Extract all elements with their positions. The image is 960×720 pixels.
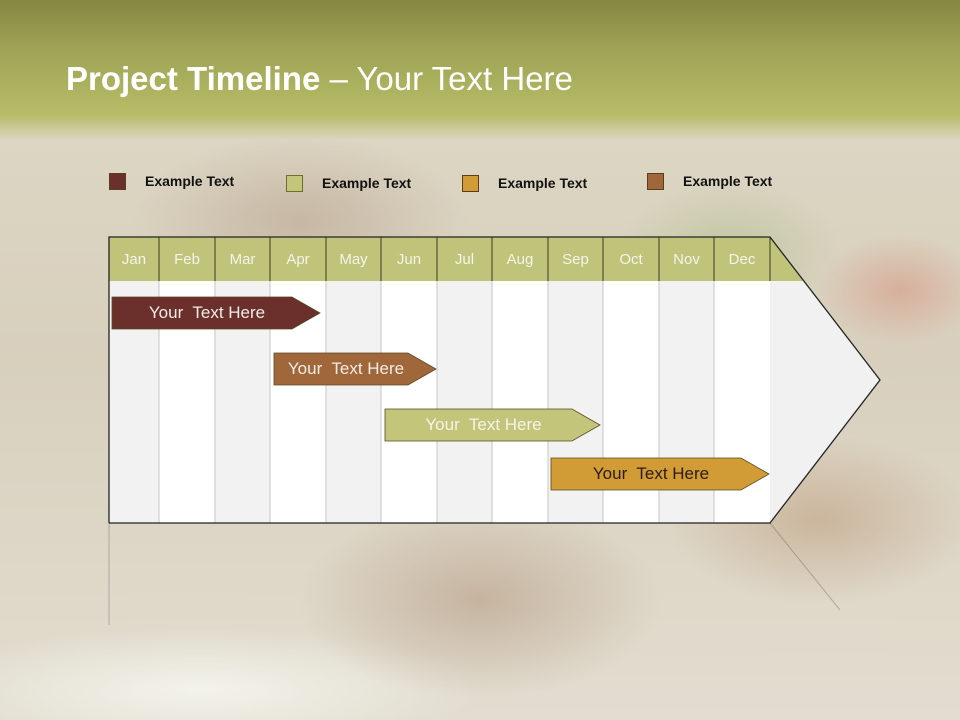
month-label-jul: Jul [454, 250, 475, 268]
month-column [381, 281, 437, 523]
task-bar [111, 296, 321, 330]
legend-label: Example Text [322, 175, 412, 191]
month-label-jan: Jan [121, 250, 147, 268]
legend-item-3: Example Text [462, 173, 587, 193]
month-label-aug: Aug [506, 250, 534, 268]
task-bar-label: Your Text Here [592, 464, 710, 483]
title-band [0, 0, 960, 140]
task-bar-label: Your Text Here [287, 359, 405, 378]
legend-label: Example Text [498, 175, 588, 191]
task-bar [384, 408, 601, 442]
month-column [326, 281, 381, 523]
month-label-oct: Oct [619, 250, 643, 268]
legend-swatch [647, 172, 664, 190]
title-bold: Project Timeline [66, 60, 321, 97]
legend-label: Example Text [145, 173, 235, 189]
task-bar [273, 352, 437, 386]
legend-swatch [109, 172, 126, 190]
month-label-nov: Nov [673, 250, 700, 268]
month-column [492, 281, 548, 523]
month-label-mar: Mar [229, 250, 256, 268]
legend-label: Example Text [683, 173, 773, 189]
task-bar [550, 457, 770, 491]
legend-item-4: Example Text [647, 171, 772, 191]
month-label-may: May [339, 250, 368, 268]
month-label-jun: Jun [396, 250, 422, 268]
page-title: Project Timeline – Your Text Here [66, 60, 573, 98]
month-label-apr: Apr [286, 250, 310, 268]
chart-reflection [108, 522, 841, 625]
title-subtitle: – Your Text Here [320, 60, 573, 97]
month-label-feb: Feb [174, 250, 200, 268]
month-label-sep: Sep [562, 250, 589, 268]
legend-swatch [286, 174, 303, 192]
month-label-dec: Dec [728, 250, 756, 268]
task-bar-label: Your Text Here [148, 303, 266, 322]
legend-item-2: Example Text [286, 173, 411, 193]
task-bar-label: Your Text Here [425, 415, 542, 434]
month-header-band [109, 237, 803, 281]
legend-item-1: Example Text [109, 171, 234, 191]
month-column [437, 281, 492, 523]
legend-swatch [462, 174, 479, 192]
